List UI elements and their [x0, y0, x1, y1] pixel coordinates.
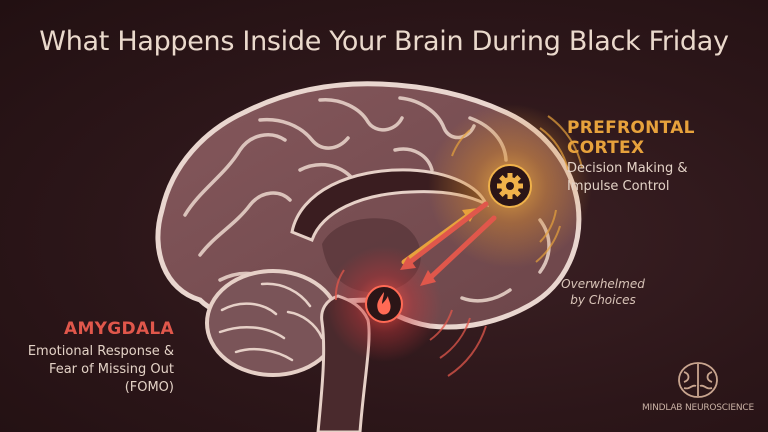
amygdala-desc-line1: Emotional Response &: [27, 344, 174, 359]
amygdala-label: AMYGDALA: [64, 319, 174, 339]
amygdala-desc-line2: Fear of Missing Out (FOMO): [48, 362, 174, 395]
page-title: What Happens Inside Your Brain During Bl…: [39, 26, 729, 57]
prefrontal-label: PREFRONTAL CORTEX: [567, 118, 757, 158]
prefrontal-desc-line2: Impulse Control: [567, 179, 670, 194]
annotation-line2: by Choices: [570, 293, 636, 307]
prefrontal-title-line1: PREFRONTAL: [567, 118, 695, 138]
gear-icon: [488, 164, 532, 208]
brand-name: MINDLAB NEUROSCIENCE: [642, 403, 754, 413]
amygdala-description: Emotional Response & Fear of Missing Out…: [0, 343, 174, 397]
prefrontal-description: Decision Making & Impulse Control: [567, 160, 757, 196]
prefrontal-desc-line1: Decision Making &: [567, 161, 688, 176]
brain-logo-icon: [678, 362, 718, 398]
amygdala-waves: [334, 269, 487, 377]
signal-arrows: [400, 201, 497, 286]
flame-icon: [365, 285, 403, 323]
annotation-line1: Overwhelmed: [561, 277, 645, 291]
overwhelmed-annotation: Overwhelmed by Choices: [548, 276, 658, 308]
cerebellum: [205, 269, 341, 377]
prefrontal-title-line2: CORTEX: [567, 138, 645, 158]
prefrontal-waves: [451, 115, 583, 263]
